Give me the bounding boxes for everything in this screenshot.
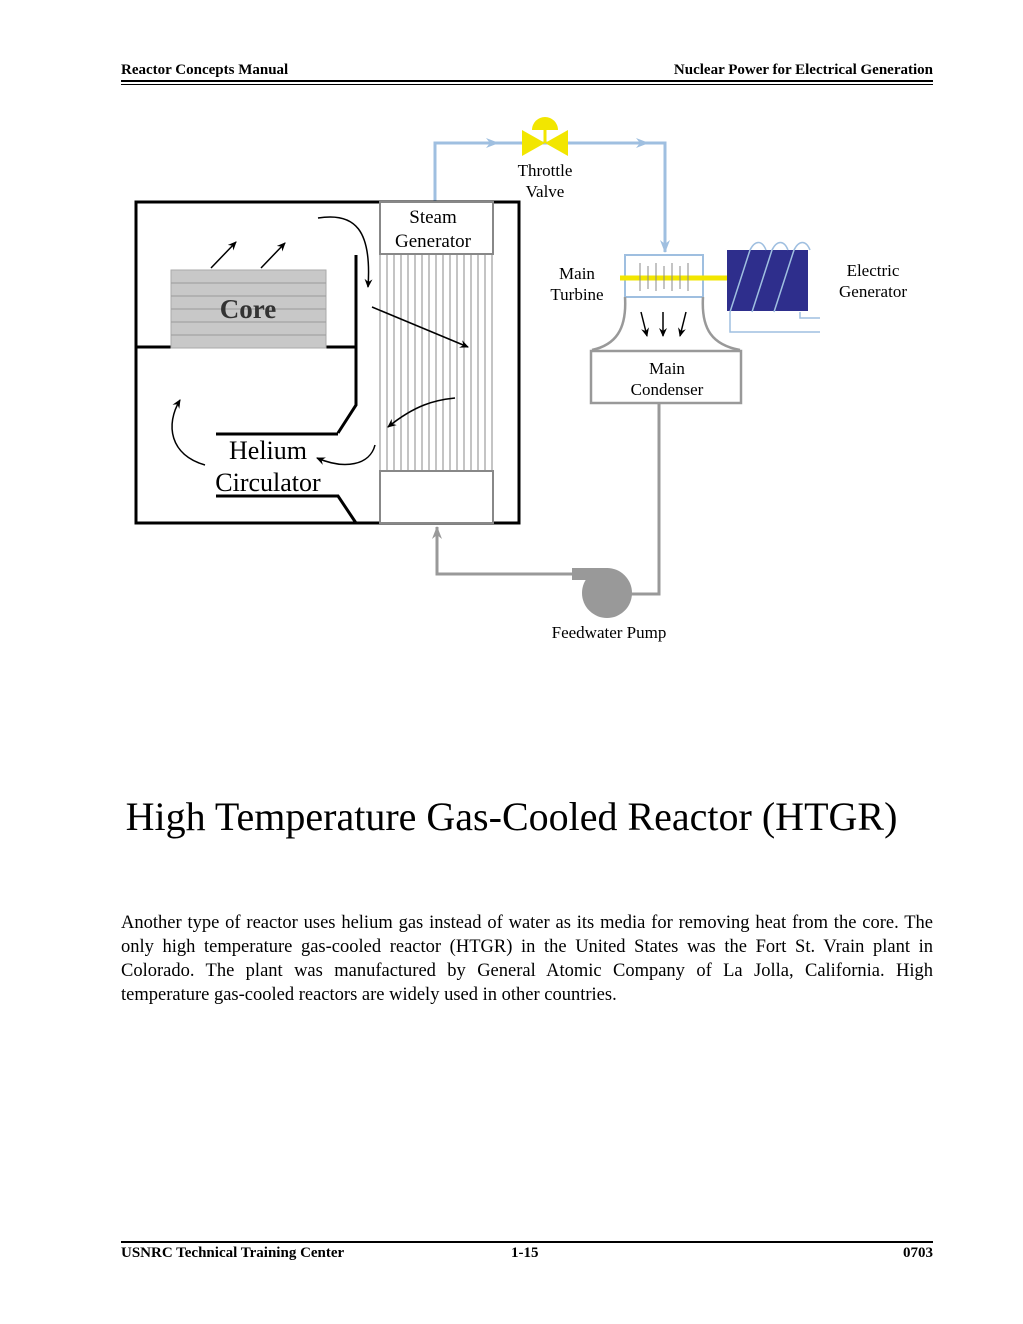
helium-circulator-label: Circulator (215, 468, 321, 497)
footer-page-number: 1-15 (511, 1245, 539, 1261)
footer-rule (121, 1241, 933, 1243)
helium-circulator-label: Helium (229, 436, 307, 465)
header-rule-thin (121, 84, 933, 85)
throttle-valve-label: Throttle (518, 161, 573, 180)
steam-generator-label: Steam (409, 207, 457, 228)
main-turbine-label: Turbine (550, 285, 603, 304)
reactor-vessel (134, 200, 521, 525)
page-header: Reactor Concepts Manual Nuclear Power fo… (121, 62, 933, 82)
footer-organization: USNRC Technical Training Center (121, 1245, 345, 1261)
main-condenser-box (589, 349, 743, 405)
header-section-title: Nuclear Power for Electrical Generation (673, 62, 933, 78)
electric-generator-label: Electric (847, 261, 900, 280)
steam-generator-tubes (379, 254, 493, 470)
electric-generator-label: Generator (839, 282, 907, 301)
page-footer: USNRC Technical Training Center 1-15 070… (121, 1245, 933, 1265)
exhaust-arrows (640, 311, 687, 337)
main-condenser-label: Condenser (631, 380, 704, 399)
helium-flow-arrows (171, 216, 469, 466)
htgr-diagram: Throttle Valve Steam Generator Core (134, 117, 907, 642)
header-rule (121, 80, 933, 82)
body-paragraph: Another type of reactor uses helium gas … (121, 913, 933, 1005)
throttle-valve-label: Valve (526, 182, 565, 201)
footer-revision: 0703 (903, 1245, 933, 1261)
header-manual-title: Reactor Concepts Manual (121, 62, 289, 78)
steam-generator-lower-plenum (379, 470, 494, 524)
core-label: Core (220, 294, 276, 324)
feedwater-pump-icon (572, 568, 632, 618)
steam-generator-label: Generator (395, 231, 472, 252)
feedwater-line (432, 403, 661, 596)
main-turbine-label: Main (559, 264, 595, 283)
throttle-valve-icon (522, 117, 568, 156)
main-turbine-icon (591, 254, 741, 352)
main-condenser-label: Main (649, 359, 685, 378)
steam-generator-box (379, 201, 494, 255)
electric-generator-icon (727, 241, 820, 333)
reactor-core (170, 269, 327, 349)
feedwater-pump-label: Feedwater Pump (552, 623, 667, 642)
page-title: High Temperature Gas-Cooled Reactor (HTG… (125, 794, 898, 839)
